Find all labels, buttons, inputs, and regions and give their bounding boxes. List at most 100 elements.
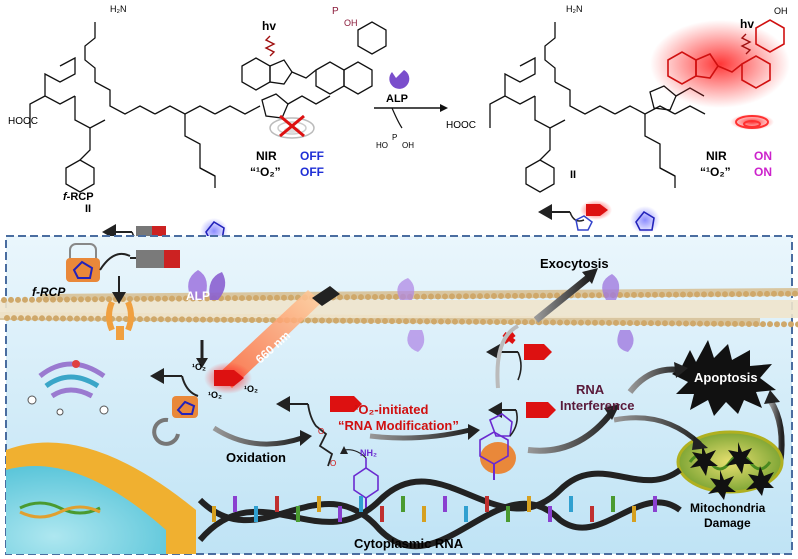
lipid-head: [764, 290, 770, 297]
rna-base: [443, 496, 447, 512]
alp-label-membrane: ALP: [186, 289, 210, 303]
lipid-head: [708, 291, 714, 298]
lipid-head: [673, 291, 679, 298]
top-scheme: HOOC H₂N f-RCP II hv P OH: [8, 4, 790, 251]
lipid-head: [575, 292, 581, 299]
mito-damage-arrow: [613, 415, 702, 446]
lipid-head: [253, 294, 259, 301]
lipid-head: [459, 318, 465, 325]
rna-base: [359, 496, 363, 512]
lipid-head: [557, 319, 563, 326]
lipid-head: [606, 319, 612, 326]
rna-base: [401, 496, 405, 512]
hv-left: hv: [262, 19, 276, 33]
lipid-head: [67, 315, 73, 322]
lipid-head: [351, 294, 357, 301]
lipid-head: [393, 293, 399, 300]
lipid-head: [260, 294, 266, 301]
acid-label-right: HOOC: [446, 120, 476, 131]
lipid-head: [92, 296, 98, 303]
lipid-head: [176, 295, 182, 302]
lipid-head: [666, 291, 672, 298]
lipid-head: [414, 293, 420, 300]
lipid-head: [365, 294, 371, 301]
rna-base: [590, 506, 594, 522]
lipid-head: [725, 320, 731, 327]
lipid-head: [333, 317, 339, 324]
lipid-head: [242, 316, 248, 323]
phosphoric-acid-oh: OH: [402, 141, 414, 150]
lipid-head: [578, 319, 584, 326]
golgi-apparatus: [27, 360, 109, 416]
lipid-head: [778, 290, 784, 297]
lipid-head: [582, 292, 588, 299]
lipid-head: [288, 294, 294, 301]
lipid-head: [431, 318, 437, 325]
hv-right: hv: [740, 17, 754, 31]
lipid-head: [743, 291, 749, 298]
lipid-head: [680, 291, 686, 298]
h2n-label: H₂N: [110, 4, 127, 14]
lipid-head: [494, 318, 500, 325]
rna-base: [422, 506, 426, 522]
lipid-head: [305, 317, 311, 324]
rna-interference-line2: Interference: [560, 398, 634, 413]
lipid-head: [60, 315, 66, 322]
lipid-head: [442, 293, 448, 300]
lipid-head: [662, 320, 668, 327]
h2n-label-right: H₂N: [566, 4, 583, 14]
nh2-label: NH₂: [360, 448, 377, 458]
mito-line2: Damage: [704, 516, 751, 530]
lipid-head: [627, 320, 633, 327]
lipid-head: [32, 315, 38, 322]
lipid-head: [617, 292, 623, 299]
lipid-head: [463, 293, 469, 300]
left-peptide-structure: [29, 22, 261, 193]
lipid-head: [792, 290, 798, 297]
dye-on: [650, 19, 790, 130]
lipid-head: [354, 317, 360, 324]
lipid-head: [379, 293, 385, 300]
lipid-head: [529, 319, 535, 326]
lipid-head: [263, 317, 269, 324]
acid-label: HOOC: [8, 116, 38, 127]
lipid-head: [15, 296, 21, 303]
lipid-head: [46, 315, 52, 322]
lipid-head: [781, 321, 787, 328]
lipid-head: [106, 296, 112, 303]
lipid-head: [207, 316, 213, 323]
lipid-head: [795, 321, 798, 328]
lipid-head: [148, 295, 154, 302]
lipid-head: [473, 318, 479, 325]
laser-device-icon: [312, 286, 340, 306]
probe-label-bottom: f-RCP: [32, 285, 66, 299]
lipid-head: [470, 293, 476, 300]
wave-icon-right: [740, 33, 752, 55]
rna-base: [548, 506, 552, 522]
lipid-head: [137, 316, 143, 323]
rna-interference-line1: RNA: [576, 382, 605, 397]
apoptosis-label: Apoptosis: [694, 370, 758, 385]
lipid-head: [533, 292, 539, 299]
lipid-head: [267, 294, 273, 301]
lipid-head: [50, 296, 56, 303]
lipid-head: [29, 296, 35, 303]
lipid-head: [11, 315, 17, 322]
lipid-head: [326, 317, 332, 324]
lipid-head: [435, 293, 441, 300]
lipid-head: [652, 291, 658, 298]
lipid-head: [596, 292, 602, 299]
lipid-head: [81, 315, 87, 322]
lipid-head: [599, 319, 605, 326]
lipid-head: [753, 321, 759, 328]
phosphoric-acid-ho: HO: [376, 141, 388, 150]
lipid-head: [477, 293, 483, 300]
activated-probe: [150, 340, 252, 446]
lipid-head: [711, 320, 717, 327]
lipid-head: [690, 320, 696, 327]
lipid-head: [571, 319, 577, 326]
lipid-head: [540, 292, 546, 299]
singlet-o2-1: ¹O₂: [192, 362, 206, 372]
lipid-head: [746, 320, 752, 327]
lipid-head: [312, 317, 318, 324]
